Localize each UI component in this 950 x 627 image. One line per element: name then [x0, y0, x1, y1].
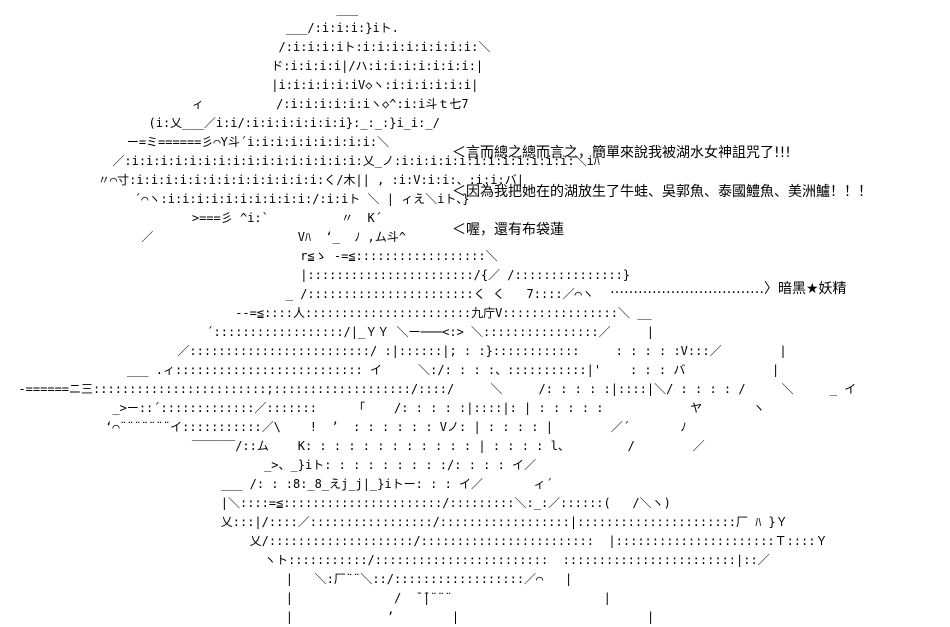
ascii-art-line: |:::::::::::::::::::::::/{／ /:::::::::::… [4, 268, 631, 282]
ascii-art-line: 乂:::|/::::／:::::::::::::::::/:::::::::::… [4, 515, 788, 529]
ascii-art-line: r≦ゝ -=≦::::::::::::::::::＼ [4, 249, 498, 263]
ascii-art-line: ___/:i:i:i:}iト. [4, 21, 399, 35]
ascii-art-line: _>ー::´:::::::::::::／::::::: 「 /: : : : :… [4, 401, 765, 415]
ascii-art-line: ／:::::::::::::::::::::::::/ :|::::::|; :… [4, 344, 787, 358]
ascii-art-line: | ’ | | [4, 610, 655, 624]
ascii-art-line: -======ニ三::::::::::::::::::::::::;::::::… [4, 382, 857, 396]
ascii-art-line: ´⌒ヽ:i:i:i:i:i:i:i:i:i:i:/:i:iト ＼ | ィえ＼iト… [4, 192, 470, 206]
ascii-art-line: (i:乂___／i:i/:i:i:i:i:i:i:i}:_:_:}i_i:_/ [4, 116, 440, 130]
ascii-art-line: | / ̄ ̄|¨¨¨ | [4, 591, 611, 605]
ascii-art-line: ィ /:i:i:i:i:i:iヽ◇^:i:i斗ｔ七7 [4, 97, 469, 111]
dialogue-line-1: ＜言而總之總而言之，簡單來說我被湖水女神詛咒了!!! [452, 145, 791, 161]
ascii-art-line: | ＼:厂¨¨＼::/::::::::::::::::::／⌒ | [4, 572, 573, 586]
ascii-art-line: ___ /: : :8:_8_えj_j|_}iトー: : : イ／ ィ´ [4, 477, 553, 491]
ascii-art-line: /:i:i:i:iト:i:i:i:i:i:i:i:i:＼ [4, 40, 491, 54]
ascii-art-line: ‾‾‾‾‾‾/::ム K: : : : : : : : : : : : | : … [4, 439, 705, 453]
ascii-art-page: ___ ___/:i:i:i:}iト. /:i:i:i:iト:i:i:i:i:i… [18, 2, 872, 624]
ascii-art-line: ド:i:i:i:i|/ハ:i:i:i:i:i:i:i:| [4, 59, 484, 73]
ascii-art-line: 〃⌒寸:i:i:i:i:i:i:i:i:i:i:i:i:i:く/木|| , :i… [4, 173, 524, 187]
ascii-art-line: |＼::::=≦::::::::::::::::::::::/:::::::::… [4, 496, 671, 510]
ascii-art-line: 乂/::::::::::::::::::::/:::::::::::::::::… [4, 534, 828, 548]
ascii-art-line: ／ Vﾊ ‘_ ﾉ ,ム斗^ [4, 230, 407, 244]
ascii-art-line: ー=ミ======彡⌒Y斗´i:i:i:i:i:i:i:i:i:＼ [4, 135, 390, 149]
ascii-art-line: >===彡 ^i:` 〃 K´ [4, 211, 383, 225]
dialogue-line-3: ＜喔，還有布袋蓮 [452, 222, 564, 238]
ascii-art-line: _>、_}iト: : : : : : : : :/: : : : イ／ [4, 458, 537, 472]
ascii-art-line: ___ [4, 2, 359, 16]
ascii-art-figure: ___ ___/:i:i:i:}iト. /:i:i:i:iト:i:i:i:i:i… [4, 0, 856, 627]
ascii-art-line: ‘⌒¨¨¨¨¨¨¨イ:::::::::::／\ ! ’ : : : : : : … [4, 420, 687, 434]
character-name-label: ……………………………〉暗黑★妖精 [610, 281, 847, 297]
ascii-art-line: ___ .ィ:::::::::::::::::::::::::: イ ＼:/: … [4, 363, 780, 377]
ascii-art-line: ´::::::::::::::::::/|_ＹＹ ＼ー───<:> ＼:::::… [4, 325, 654, 339]
ascii-art-line: --=≦::::人:::::::::::::::::::::::九庁V:::::… [4, 306, 652, 320]
ascii-art-line: ／:i:i:i:i:i:i:i:i:i:i:i:i:i:i:i:i:乂_ノ:i:… [4, 154, 600, 168]
ascii-art-line: |i:i:i:i:i:iV◇ヽ:i:i:i:i:i:i| [4, 78, 479, 92]
ascii-art-line: ヽト:::::::::::/:::::::::::::::::::::::: :… [4, 553, 770, 567]
ascii-art-line: _ /:::::::::::::::::::::::く く 7::::／⌒ヽ [4, 287, 594, 301]
dialogue-line-2: ＜因為我把她在的湖放生了牛蛙、吳郭魚、泰國鱧魚、美洲鱸！！！ [452, 184, 872, 200]
